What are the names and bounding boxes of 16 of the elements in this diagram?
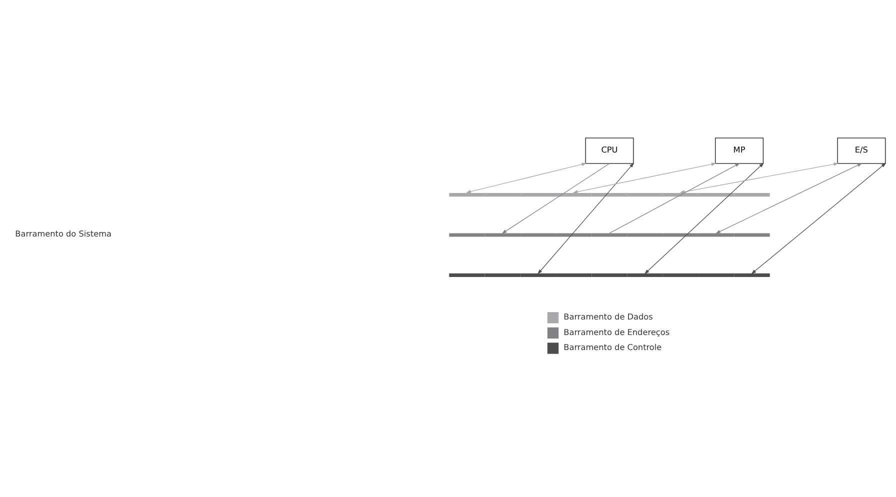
- legend-label: Barramento de Endereços: [564, 326, 670, 336]
- node-box: CPU: [585, 137, 634, 164]
- arrow: [644, 162, 764, 274]
- node-box: MP: [714, 137, 764, 164]
- arrow: [751, 162, 886, 274]
- arrow: [572, 162, 716, 193]
- arrow: [466, 162, 587, 193]
- arrow: [502, 162, 610, 234]
- node-box: E/S: [837, 137, 886, 164]
- arrow: [715, 162, 862, 234]
- legend-label: Barramento de Dados: [564, 311, 653, 322]
- legend-label: Barramento de Controle: [564, 342, 662, 352]
- arrow: [609, 162, 740, 234]
- arrow: [538, 162, 634, 274]
- arrow: [680, 162, 838, 193]
- label: Barramento do Sistema: [15, 228, 112, 238]
